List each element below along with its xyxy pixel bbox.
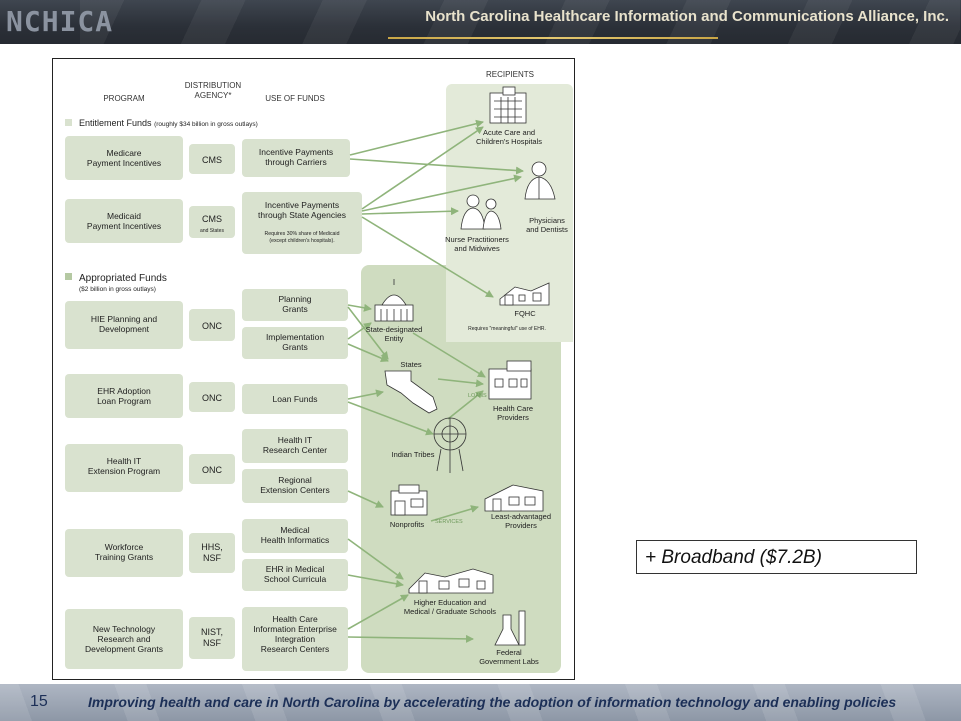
header-use-of-funds: USE OF FUNDS: [265, 94, 325, 103]
arrow-state-hospitals: [361, 126, 484, 210]
header-decoration: [80, 0, 960, 44]
arrow-carriers-hospitals: [349, 119, 484, 156]
slide-header: NCHICA North Carolina Healthcare Informa…: [0, 0, 961, 44]
fqhc-clinic-icon: [499, 282, 550, 306]
footer-tagline: Improving health and care in North Carol…: [88, 694, 897, 710]
nchica-logo: NCHICA: [6, 5, 114, 38]
least-advantaged-clinic-icon: [484, 484, 544, 512]
nurse-icon: [460, 194, 502, 230]
agency-newtech: NIST,NSF: [201, 627, 223, 648]
lab-flask-icon: [494, 610, 526, 646]
arrow-regional-nonprofits: [347, 490, 384, 508]
physician-icon: [524, 161, 556, 200]
recipient-fqhc-note: Requires "meaningful" use of EHR.: [468, 326, 546, 332]
arrow-hcinfo-highered: [347, 594, 409, 630]
arrow-planning-states: [347, 306, 389, 360]
header-agency-2: AGENCY*: [195, 91, 232, 100]
health-care-provider-icon: [488, 360, 532, 400]
agency-hitep: ONC: [202, 465, 223, 475]
arrow-tribes-providers: [447, 390, 484, 420]
arrow-label-loans: LOANS: [468, 393, 487, 399]
arrow-informatics-highered: [347, 538, 404, 580]
capitol-building-icon: [374, 279, 414, 322]
agency-medicaid: CMS: [202, 214, 222, 224]
agency-workforce: HHS,NSF: [201, 542, 223, 563]
header-underline: [388, 37, 718, 39]
arrow-hcinfo-fedlabs: [347, 634, 474, 643]
agency-medicaid-sub: and States: [200, 228, 224, 234]
appropriated-note: ($2 billion in gross outlays): [79, 286, 156, 293]
recipient-nonprofits: Nonprofits: [390, 520, 424, 529]
header-agency-1: DISTRIBUTION: [185, 81, 242, 90]
california-map-icon: [384, 370, 438, 414]
arrow-loan-states: [347, 389, 384, 400]
use-loan-funds: Loan Funds: [273, 394, 318, 404]
footer-decoration: [0, 684, 961, 721]
arrow-impl-states: [347, 343, 389, 362]
dreamcatcher-icon: [433, 417, 467, 473]
arrow-loan-tribes: [347, 401, 434, 436]
recipient-tribes: Indian Tribes: [392, 450, 435, 459]
agency-ehr: ONC: [202, 393, 223, 403]
arrow-planning-entity: [347, 303, 372, 312]
arrow-label-services: SERVICES: [435, 519, 463, 525]
arrow-curricula-highered: [347, 574, 404, 588]
agency-medicare: CMS: [202, 155, 222, 165]
arrow-state-fqhc: [361, 216, 494, 298]
arrow-nonprofits-leastadv: [430, 505, 479, 522]
arrow-carriers-physicians: [349, 158, 524, 175]
hospital-icon: [489, 86, 527, 124]
university-icon: [408, 568, 494, 594]
arrow-state-nurses: [361, 207, 459, 216]
funding-flow-diagram: PROGRAM DISTRIBUTION AGENCY* USE OF FUND…: [52, 58, 575, 680]
recipient-fqhc: FQHC: [514, 309, 536, 318]
page-number: 15: [30, 693, 48, 710]
broadband-callout: + Broadband ($7.2B): [636, 540, 917, 574]
nonprofit-building-icon: [390, 484, 428, 516]
entitlement-title: Entitlement Funds (roughly $34 billion i…: [79, 118, 258, 128]
arrow-entity-providers: [412, 332, 486, 378]
recipient-states: States: [400, 360, 422, 369]
header-title: North Carolina Healthcare Information an…: [425, 8, 949, 25]
arrow-impl-entity: [347, 322, 372, 340]
header-program: PROGRAM: [103, 94, 145, 103]
header-recipients: RECIPIENTS: [486, 70, 534, 79]
use-state-agencies-note: Requires 30% share of Medicaid(except ch…: [265, 231, 340, 244]
agency-hie: ONC: [202, 321, 223, 331]
slide-footer: 15 Improving health and care in North Ca…: [0, 684, 961, 721]
arrow-states-providers: [437, 378, 484, 388]
appropriated-title: Appropriated Funds: [79, 273, 167, 284]
arrow-state-physicians: [361, 174, 522, 212]
